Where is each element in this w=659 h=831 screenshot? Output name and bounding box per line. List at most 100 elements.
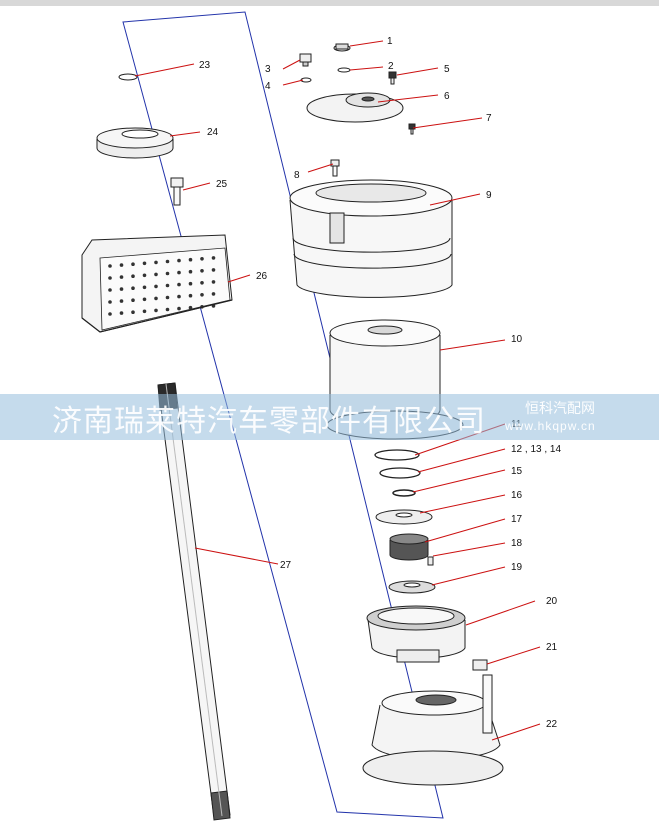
cage-hole <box>165 259 170 264</box>
callout-1: 1 <box>387 36 393 47</box>
cage-hole <box>188 281 193 286</box>
cage-hole <box>142 309 147 314</box>
part-7-screw <box>408 123 416 135</box>
cage-hole <box>154 260 158 265</box>
cage-hole <box>188 305 193 310</box>
cage-hole <box>154 296 158 301</box>
cage-hole <box>142 285 147 290</box>
cage-hole <box>108 264 112 268</box>
cage-hole <box>177 294 181 299</box>
callout-21: 21 <box>546 642 558 653</box>
callout-22: 22 <box>546 719 558 730</box>
callout-20: 20 <box>546 596 558 607</box>
cage-hole <box>119 287 124 291</box>
callout-27: 27 <box>280 560 292 571</box>
cage-hole <box>154 308 158 313</box>
callout-9: 9 <box>486 190 492 201</box>
callout-6: 6 <box>444 91 450 102</box>
part-12-13-14-rings <box>379 467 421 479</box>
part-11-ring <box>374 449 420 461</box>
part-27-shaft <box>157 382 231 821</box>
watermark-band <box>0 394 659 440</box>
cage-hole <box>131 274 135 279</box>
part-23-oring <box>118 73 138 81</box>
callout-10: 10 <box>511 334 523 345</box>
cage-hole <box>108 312 112 316</box>
leader-lines <box>134 40 541 741</box>
cage-hole <box>188 293 193 298</box>
callout-7: 7 <box>486 113 492 124</box>
cage-hole <box>200 257 204 261</box>
cage-hole <box>177 282 181 287</box>
cage-hole <box>154 272 158 277</box>
callout-26: 26 <box>256 271 268 282</box>
cage-hole <box>119 263 124 267</box>
cage-hole <box>188 269 193 274</box>
cage-hole <box>108 300 112 304</box>
cage-hole <box>131 286 135 291</box>
cage-hole <box>165 295 170 300</box>
cage-hole <box>177 306 181 311</box>
cage-hole <box>177 270 181 275</box>
cage-hole <box>200 281 204 285</box>
cage-hole <box>154 284 158 289</box>
callout-24: 24 <box>207 127 219 138</box>
cage-hole <box>200 269 204 273</box>
cage-hole <box>142 261 147 266</box>
cage-hole <box>131 298 135 303</box>
part-26-cage <box>81 234 233 333</box>
watermark-site: www.hkqpw.cn <box>505 419 596 433</box>
callout-15: 15 <box>511 466 523 477</box>
part-24-seal <box>96 127 174 159</box>
cage-hole <box>211 292 216 296</box>
cage-hole <box>108 276 112 280</box>
cage-hole <box>108 288 112 292</box>
callout-12-13-14: 12 , 13 , 14 <box>511 444 561 455</box>
callout-5: 5 <box>444 64 450 75</box>
part-3-plug <box>299 53 312 67</box>
cage-hole <box>211 256 216 260</box>
callout-25: 25 <box>216 179 228 190</box>
callout-2: 2 <box>388 61 394 72</box>
cage-hole <box>211 268 216 272</box>
part-1-cap <box>333 43 351 52</box>
part-16-thrust-plate <box>375 509 433 525</box>
callout-19: 19 <box>511 562 523 573</box>
part-2-washer <box>337 67 351 73</box>
callout-17: 17 <box>511 514 523 525</box>
cage-hole <box>211 280 216 284</box>
watermark-company: 济南瑞莱特汽车零部件有限公司 <box>52 404 486 439</box>
callout-8: 8 <box>294 170 300 181</box>
cage-hole <box>131 310 135 315</box>
callout-18: 18 <box>511 538 523 549</box>
cage-hole <box>131 262 135 267</box>
part-9-hub-housing <box>289 179 453 298</box>
callout-16: 16 <box>511 490 523 501</box>
cage-hole <box>188 257 193 262</box>
part-18-pin <box>427 556 434 566</box>
cage-hole <box>165 271 170 276</box>
part-17-sun-gear <box>389 533 429 561</box>
part-15-washer <box>392 489 416 497</box>
cage-hole <box>142 273 147 278</box>
cage-hole <box>119 275 124 279</box>
cage-hole <box>200 293 204 297</box>
top-border <box>0 0 659 6</box>
cage-hole <box>119 311 124 315</box>
part-25-bolt <box>170 177 184 206</box>
watermark-brand: 恒科汽配网 <box>525 401 595 417</box>
part-5-screw <box>388 71 397 85</box>
callout-23: 23 <box>199 60 211 71</box>
part-8-bolt <box>330 159 340 177</box>
cage-hole <box>165 283 170 288</box>
part-20-ring-gear <box>366 605 466 663</box>
cage-hole <box>177 258 181 263</box>
cage-hole <box>165 307 170 312</box>
cage-hole <box>142 297 147 302</box>
cage-hole <box>119 299 124 303</box>
callout-3: 3 <box>265 64 271 75</box>
part-21-nut <box>472 659 488 671</box>
part-22-wheel-hub <box>362 674 504 786</box>
part-19-planet-plate <box>388 580 436 594</box>
